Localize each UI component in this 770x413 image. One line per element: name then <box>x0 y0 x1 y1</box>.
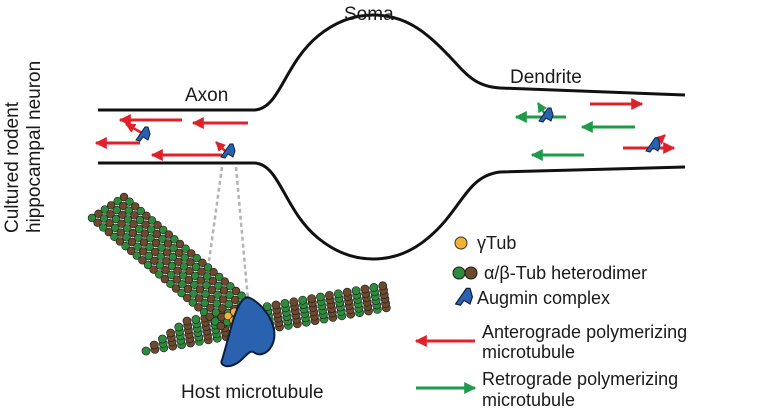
axon-microtubules <box>94 114 248 161</box>
legend-anterograde-line1: Anterograde polymerizing <box>482 322 687 342</box>
host-microtubule-label: Host microtubule <box>181 382 324 403</box>
anterograde-microtubule <box>125 122 143 135</box>
dendrite-label: Dendrite <box>510 67 582 88</box>
legend-augmin-label: Augmin complex <box>477 288 610 308</box>
zoom-connector-line <box>204 166 224 284</box>
beta-tubulin-icon <box>464 266 478 280</box>
anterograde-microtubule <box>215 141 227 153</box>
legend-gamma-tub-label: γTub <box>477 233 516 253</box>
augmin-complex-icon <box>220 143 236 159</box>
legend: γTub α/β-Tub heterodimer Augmin complex … <box>414 233 687 410</box>
legend-heterodimer-label: α/β-Tub heterodimer <box>484 263 647 283</box>
dendrite-microtubules <box>514 98 676 161</box>
neuron-outline-top <box>98 13 686 112</box>
alpha-tubulin-icon <box>452 266 466 280</box>
legend-anterograde-line2: microtubule <box>482 342 575 362</box>
zoom-connector-line <box>234 166 250 301</box>
side-label-line1: Cultured rodent <box>2 101 23 233</box>
axon-label: Axon <box>185 85 228 106</box>
legend-retrograde-line1: Retrograde polymerizing <box>482 369 678 389</box>
gamma-tubulin-icon <box>454 236 468 250</box>
augmin-complex-large-icon <box>220 296 276 368</box>
soma-label: Soma <box>344 4 394 25</box>
augmin-complex-icon <box>135 126 151 142</box>
side-label-line2: hippocampal neuron <box>24 61 45 233</box>
augmin-complex-icon <box>455 287 473 306</box>
branch-microtubule-lattice <box>87 192 258 331</box>
legend-retrograde-line2: microtubule <box>482 390 575 410</box>
neuron-outline-bottom <box>98 161 686 261</box>
augmin-complex-icon <box>645 137 661 153</box>
